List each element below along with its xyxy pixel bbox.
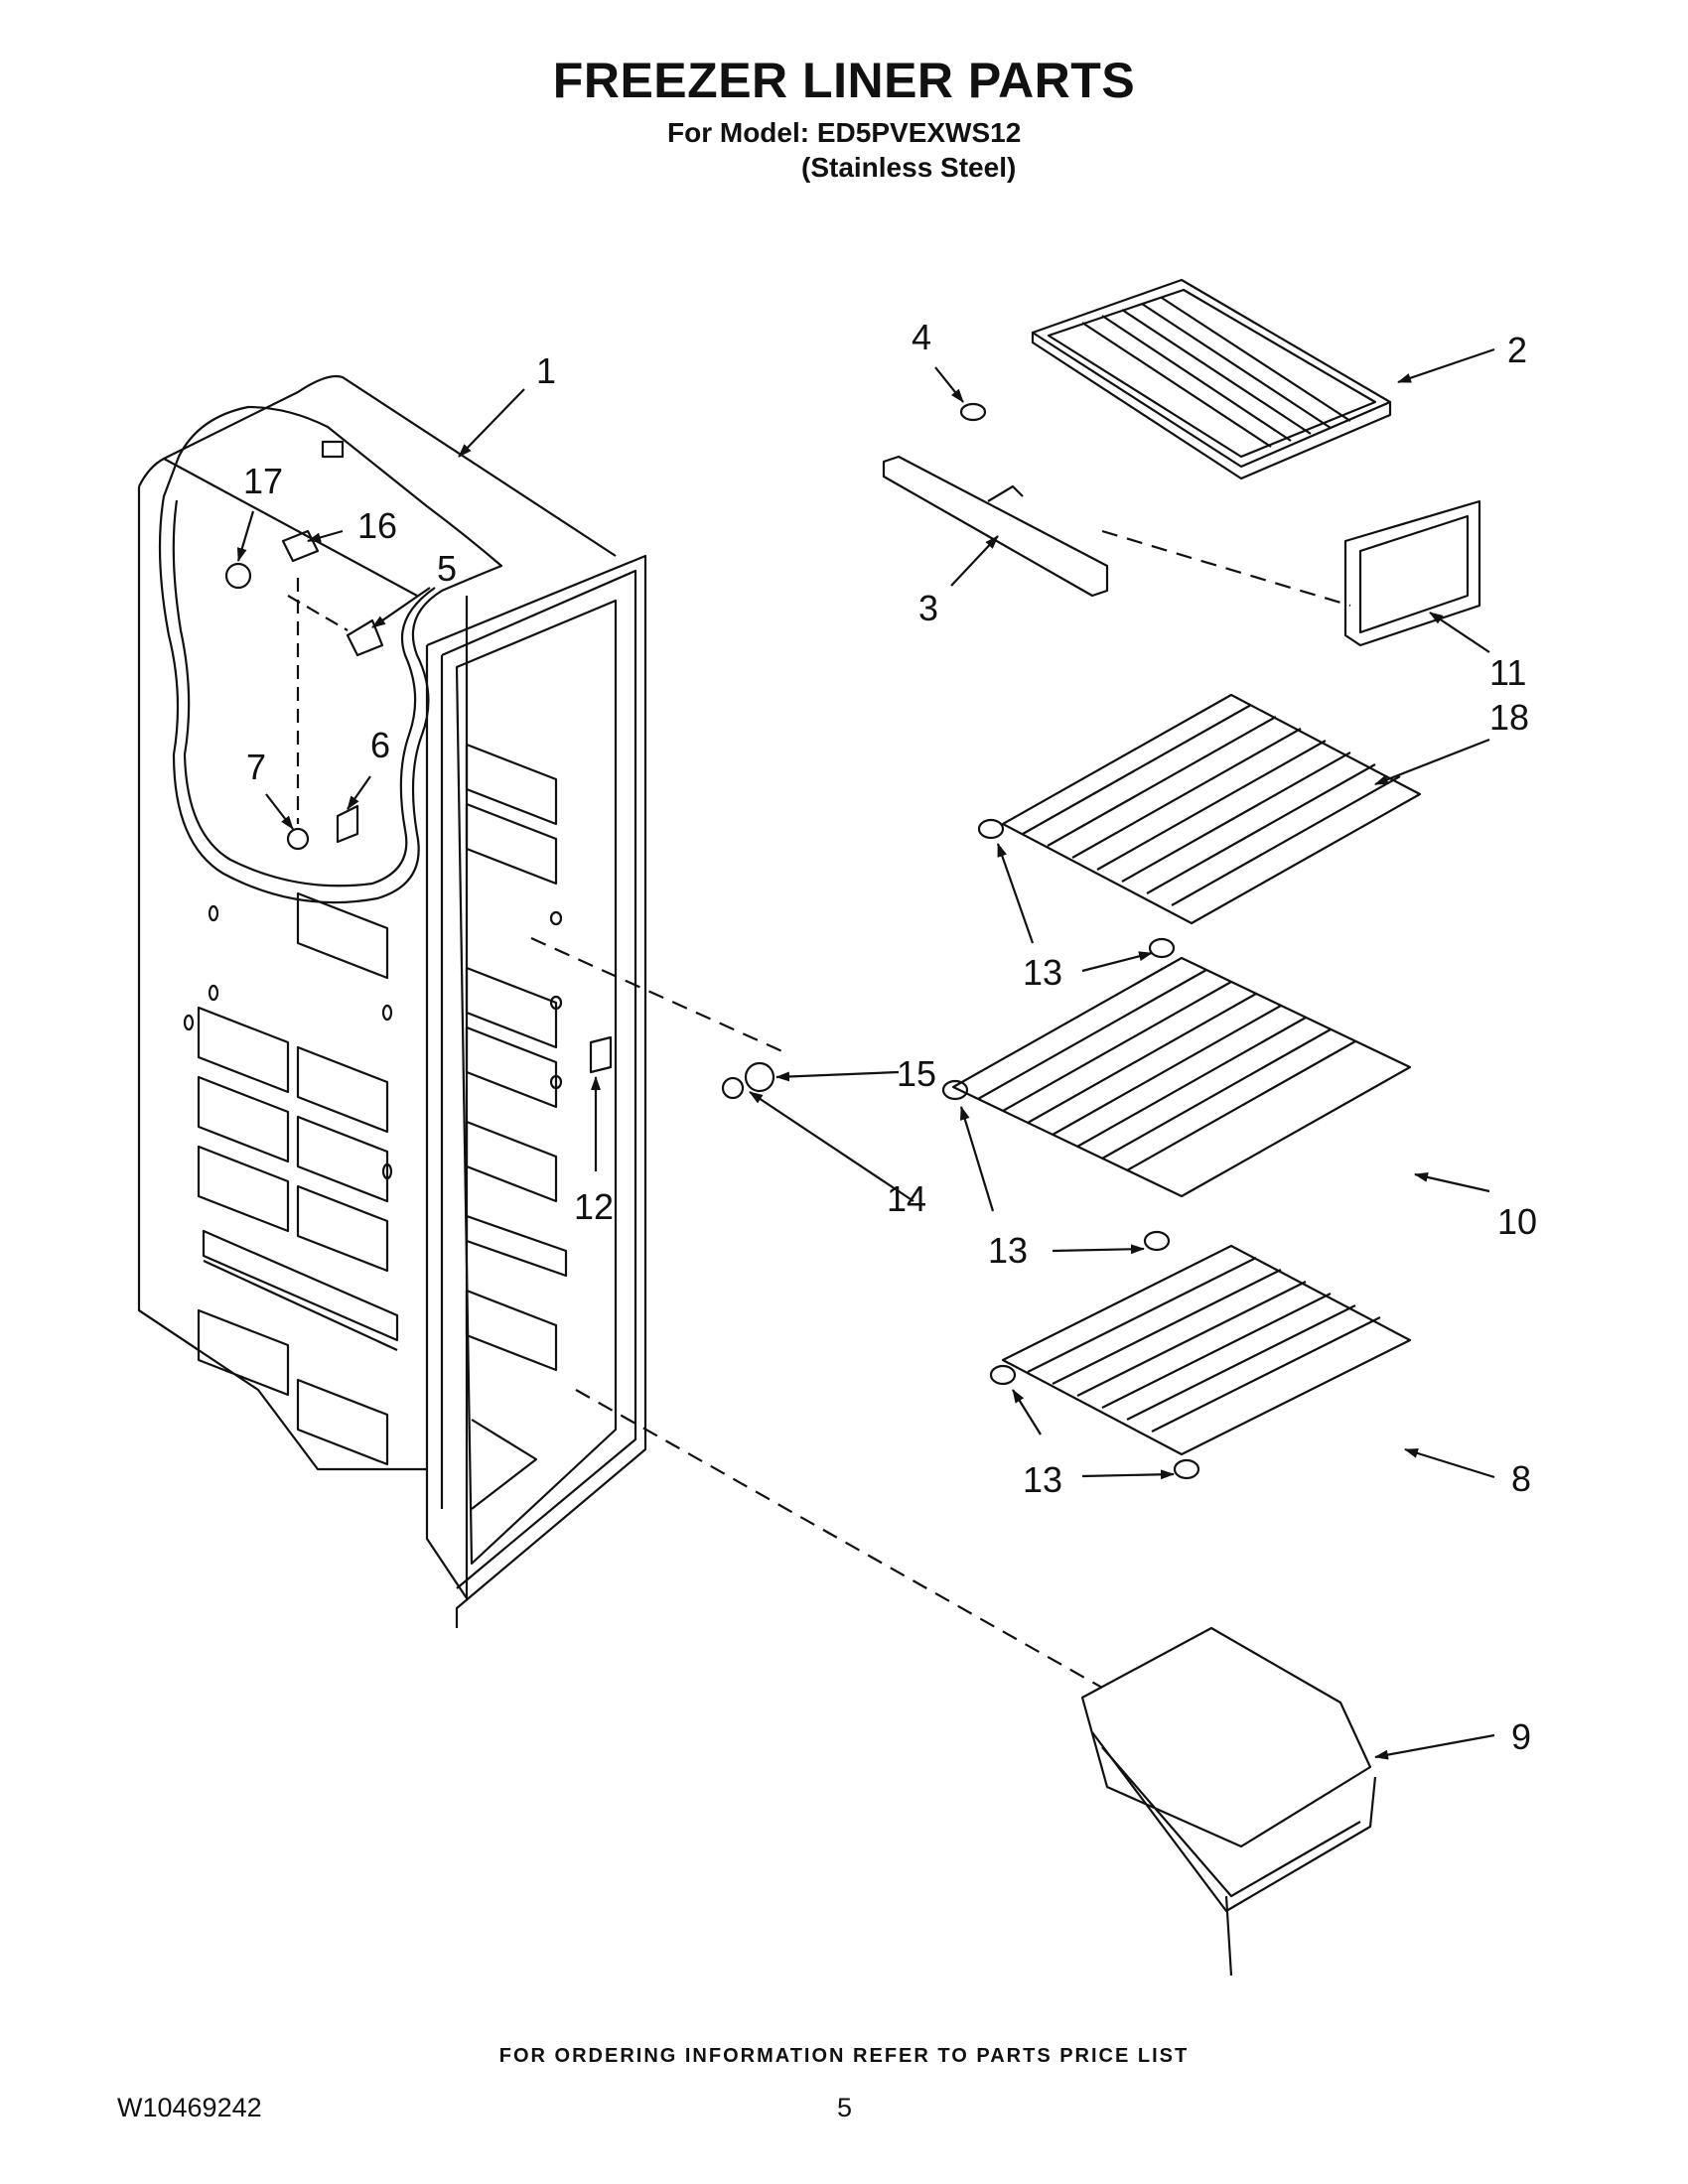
wire-shelf-part-8 [1001,1244,1412,1456]
document-number: W10469242 [117,2093,262,2122]
callout-4: 4 [912,317,931,357]
callout-12: 12 [574,1186,614,1227]
callout-14: 14 [887,1178,926,1219]
callout-2: 2 [1507,330,1527,370]
pan-part [1080,1626,1377,1977]
callout-8: 8 [1511,1458,1531,1499]
model-line: For Model: ED5PVEXWS12 [667,117,1022,148]
callout-9: 9 [1511,1716,1531,1757]
callout-3: 3 [918,588,938,628]
finish-line: (Stainless Steel) [801,152,1017,183]
callout-leaders [236,347,1495,1760]
callout-17: 17 [243,461,283,501]
ordering-info-note: FOR ORDERING INFORMATION REFER TO PARTS … [498,2045,1190,2067]
page-title: FREEZER LINER PARTS [552,53,1136,108]
wire-shelf-part-18 [1001,693,1422,925]
page-number: 5 [837,2093,853,2122]
callout-10: 10 [1497,1201,1537,1242]
callout-13-a: 13 [1023,952,1062,993]
callout-15: 15 [897,1053,936,1094]
callout-5: 5 [437,548,457,589]
support-part [882,402,1109,598]
callout-7: 7 [246,747,266,787]
wire-shelf-part-10 [951,956,1412,1198]
callout-16: 16 [357,505,397,546]
callout-1: 1 [536,350,556,391]
callout-18: 18 [1489,697,1529,738]
callout-6: 6 [370,725,390,765]
end-cap-parts [941,818,1200,1480]
callout-labels: 1 2 3 4 5 6 7 8 9 10 11 12 13 13 13 14 1… [243,317,1537,1757]
trim-part [1343,499,1481,647]
cover-part [1031,278,1392,480]
callout-13-c: 13 [1023,1459,1062,1500]
callout-13-b: 13 [988,1230,1028,1271]
freezer-liner-part [137,374,775,1628]
callout-11: 11 [1489,652,1526,693]
